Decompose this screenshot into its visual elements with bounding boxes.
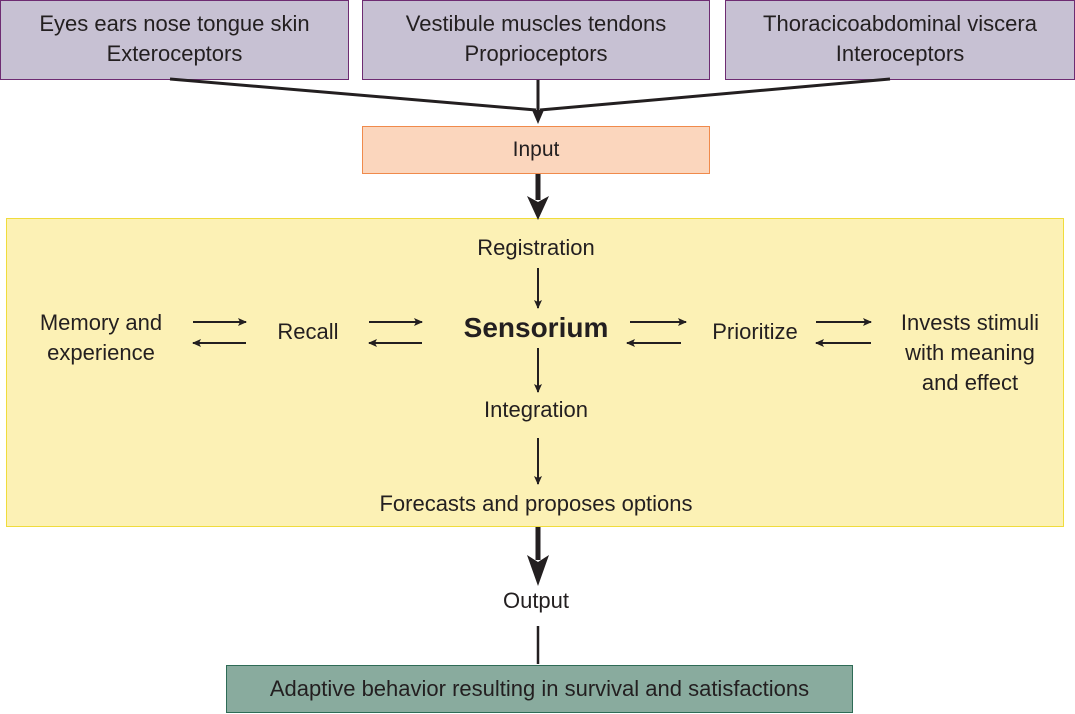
invests-label: Invests stimuli with meaning and effect bbox=[880, 308, 1060, 398]
integration-label: Integration bbox=[484, 397, 588, 422]
receptor-box-proprioceptors: Vestibule muscles tendons Proprioceptors bbox=[362, 0, 710, 80]
receptor-box-exteroceptors: Eyes ears nose tongue skin Exteroceptors bbox=[0, 0, 349, 80]
arrow-head-to-input bbox=[532, 110, 544, 124]
receptor-box-interoceptors: Thoracicoabdominal viscera Interoceptors bbox=[725, 0, 1075, 80]
result-label: Adaptive behavior resulting in survival … bbox=[269, 676, 810, 701]
output-label: Output bbox=[502, 588, 570, 613]
registration-label: Registration bbox=[477, 235, 595, 260]
input-box: Input bbox=[362, 126, 710, 174]
invests-line1: Invests stimuli bbox=[900, 310, 1040, 335]
recall-label: Recall bbox=[277, 319, 339, 344]
receptor-sources: Vestibule muscles tendons bbox=[405, 11, 667, 36]
receptor-type: Proprioceptors bbox=[464, 41, 608, 66]
receptor-sources: Thoracicoabdominal viscera bbox=[763, 11, 1037, 36]
input-label: Input bbox=[512, 138, 560, 161]
arrow-head-input-to-sensorium bbox=[527, 196, 549, 220]
receptor-sources: Eyes ears nose tongue skin bbox=[39, 11, 310, 36]
memory-line1: Memory and bbox=[39, 310, 163, 335]
invests-line2: with meaning bbox=[905, 340, 1035, 365]
prioritize-label: Prioritize bbox=[712, 319, 798, 344]
connector-exteroceptors bbox=[169, 77, 537, 112]
arrow-head-forecasts-to-output bbox=[527, 555, 549, 586]
memory-label: Memory and experience bbox=[0, 308, 202, 368]
sensorium-label: Sensorium bbox=[463, 312, 609, 343]
invests-line3: and effect bbox=[921, 370, 1019, 395]
receptor-type: Exteroceptors bbox=[106, 41, 243, 66]
sensorium-region bbox=[6, 218, 1064, 527]
connector-interoceptors bbox=[539, 77, 891, 112]
receptor-type: Interoceptors bbox=[835, 41, 965, 66]
memory-line2: experience bbox=[47, 340, 155, 365]
result-box: Adaptive behavior resulting in survival … bbox=[226, 665, 853, 713]
forecasts-label: Forecasts and proposes options bbox=[379, 491, 693, 516]
